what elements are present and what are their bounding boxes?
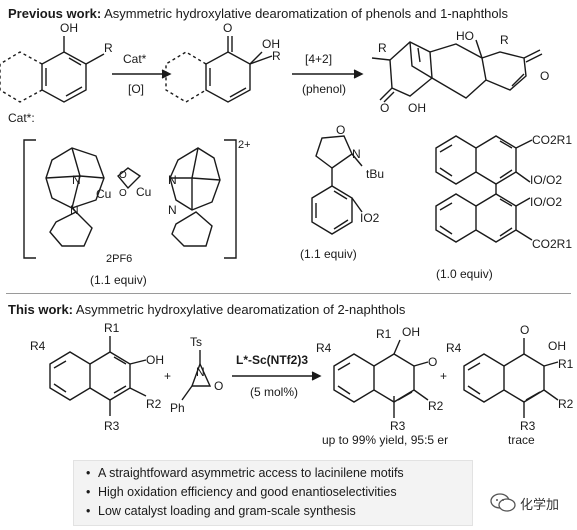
binaphthyl-iodine-reagent xyxy=(435,135,533,243)
r2-label-1: R2 xyxy=(146,397,162,411)
this-work-label: This work: xyxy=(8,302,74,317)
o-bridge-1: O xyxy=(119,170,127,181)
cu-equiv: (1.1 equiv) xyxy=(90,273,147,287)
binaphthyl-equiv: (1.0 equiv) xyxy=(436,267,493,281)
o-label-2: O xyxy=(540,69,549,83)
tbu-label: tBu xyxy=(366,167,384,181)
o-label-5: O xyxy=(520,323,529,337)
cat-label: Cat* xyxy=(123,52,147,66)
r1-label-1: R1 xyxy=(104,321,120,335)
n-label-4: N xyxy=(168,203,177,217)
watermark-text: 化学加 xyxy=(520,496,560,512)
o-oxazoline: O xyxy=(336,123,345,137)
r3-label-2: R3 xyxy=(390,419,406,433)
r3-label-1: R3 xyxy=(104,419,120,433)
highlight-item: High oxidation efficiency and good enant… xyxy=(86,483,462,502)
dienone-intermediate xyxy=(165,36,273,103)
r2-label-2: R2 xyxy=(428,399,444,413)
oh-label-1: OH xyxy=(60,21,78,35)
ts-label: Ts xyxy=(190,335,202,349)
r-label-3: R xyxy=(378,41,387,55)
n-oxazoline: N xyxy=(352,147,361,161)
this-work-heading: This work: Asymmetric hydroxylative dear… xyxy=(8,302,405,317)
co2r1-label-1: CO2R1 xyxy=(532,133,572,147)
oh-label-4: OH xyxy=(146,353,164,367)
da-label: [4+2] xyxy=(305,52,332,66)
co2r1-label-2: CO2R1 xyxy=(532,237,572,251)
o-oxaziridine: O xyxy=(214,379,223,393)
n-oxaziridine: N xyxy=(196,365,205,379)
naphthol-substrate xyxy=(0,36,105,103)
trace-label: trace xyxy=(508,433,535,447)
r-label-1: R xyxy=(104,41,113,55)
phenol-label: (phenol) xyxy=(302,82,346,96)
oh-label-2: OH xyxy=(262,37,280,51)
previous-work-title: Asymmetric hydroxylative dearomatization… xyxy=(101,6,509,21)
fused-ring-dashed xyxy=(0,51,43,103)
highlight-item: Low catalyst loading and gram-scale synt… xyxy=(86,502,462,521)
plus-1: + xyxy=(164,369,171,383)
ph-label: Ph xyxy=(170,401,185,415)
r2-label-3: R2 xyxy=(558,397,574,411)
yield-label: up to 99% yield, 95:5 er xyxy=(322,433,448,447)
o-bridge-2: O xyxy=(119,188,127,199)
major-product xyxy=(333,339,429,418)
bracket-right xyxy=(224,139,237,259)
n-label-2: N xyxy=(70,203,79,217)
minor-product xyxy=(463,338,559,418)
highlight-item: A straightfoward asymmetric access to la… xyxy=(86,464,462,483)
r4-label-2: R4 xyxy=(316,341,332,355)
highlights-box: A straightfoward asymmetric access to la… xyxy=(73,460,473,526)
section-divider xyxy=(6,293,571,294)
r4-label-3: R4 xyxy=(446,341,462,355)
n-label-3: N xyxy=(168,173,177,187)
oh-label-3: OH xyxy=(408,101,426,115)
previous-work-label: Previous work: xyxy=(8,6,102,21)
previous-work-heading: Previous work: Asymmetric hydroxylative … xyxy=(8,6,508,21)
copper-complex xyxy=(45,147,221,247)
previous-work-scheme: OH R Cat* [O] O OH R [4+2] (phenol) R HO… xyxy=(0,21,572,287)
bicyclic-dimer xyxy=(371,39,543,103)
cu-label-2: Cu xyxy=(136,185,151,199)
wechat-logo-icon xyxy=(490,493,516,512)
cu-charge: 2+ xyxy=(238,139,251,151)
plus-2: + xyxy=(440,369,447,383)
oxazoline-iodine-reagent xyxy=(311,135,363,235)
loading-label: (5 mol%) xyxy=(250,385,298,399)
oh-label-6: OH xyxy=(548,339,566,353)
catalyst-label: L*-Sc(NTf2)3 xyxy=(236,353,308,367)
r-label-2: R xyxy=(272,49,281,63)
oxidant-label: [O] xyxy=(128,82,144,96)
n-label-1: N xyxy=(72,173,81,187)
io-o2-label-1: IO/O2 xyxy=(530,173,562,187)
catalysts-caption: Cat*: xyxy=(8,111,35,125)
o-label-1: O xyxy=(223,21,232,35)
r4-label-1: R4 xyxy=(30,339,46,353)
r-label-4: R xyxy=(500,33,509,47)
oxaziridine xyxy=(181,350,212,401)
this-work-scheme: R4 R1 OH R2 R3 + Ts N O Ph L*-Sc(NTf2)3 … xyxy=(30,321,574,447)
r1-label-2: R1 xyxy=(376,327,392,341)
ho-label: HO xyxy=(456,29,474,43)
r3-label-3: R3 xyxy=(520,419,536,433)
naphthol-2-substrate xyxy=(49,336,147,416)
cu-label-1: Cu xyxy=(96,187,111,201)
pf6-label: 2PF6 xyxy=(106,253,132,265)
oh-label-5: OH xyxy=(402,325,420,339)
watermark: 化学加 xyxy=(490,493,559,513)
highlights-list: A straightfoward asymmetric access to la… xyxy=(84,464,462,521)
io2-label: IO2 xyxy=(360,211,380,225)
this-work-title: Asymmetric hydroxylative dearomatization… xyxy=(73,302,406,317)
o-label-4: O xyxy=(428,355,437,369)
io-o2-label-2: IO/O2 xyxy=(530,195,562,209)
iodine-equiv: (1.1 equiv) xyxy=(300,247,357,261)
r1-label-3: R1 xyxy=(558,357,574,371)
o-label-3: O xyxy=(380,101,389,115)
bracket-left xyxy=(23,139,36,259)
